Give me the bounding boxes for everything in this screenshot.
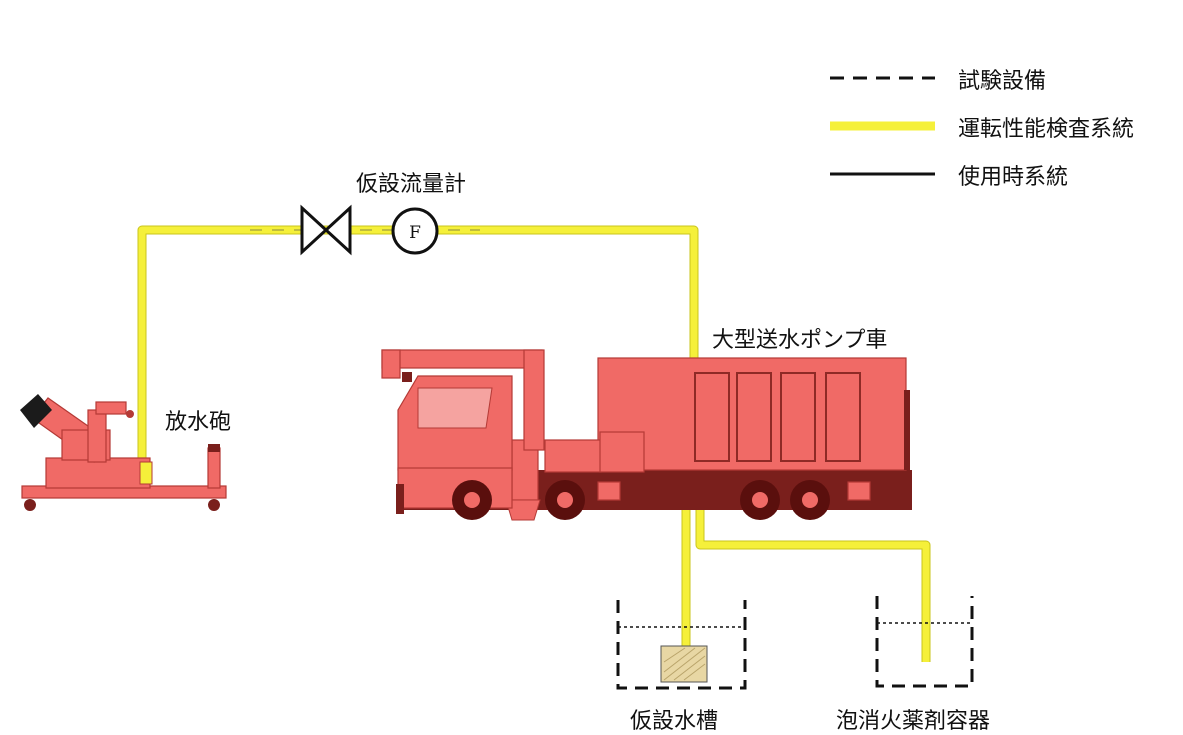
valve-icon: [300, 204, 352, 256]
truck-wheels: [452, 480, 830, 520]
pump-truck-icon: [381, 349, 912, 521]
legend-performance-test-label: 運転性能検査系統: [958, 117, 1135, 142]
flowmeter-label: 仮設流量計: [356, 172, 467, 197]
flowmeter-icon: F: [391, 207, 439, 255]
foam-container-icon: [875, 596, 974, 688]
truck-label: 大型送水ポンプ車: [712, 328, 888, 353]
water-monitor-icon: [20, 394, 227, 511]
temp-tank-icon: [616, 600, 747, 690]
monitor-label: 放水砲: [165, 410, 232, 435]
foam-container-label: 泡消火薬剤容器: [836, 709, 991, 734]
legend-operational-label: 使用時系統: [958, 165, 1069, 190]
flowmeter-symbol: F: [409, 223, 421, 243]
legend-test-equipment-label: 試験設備: [958, 69, 1047, 94]
legend: [830, 76, 935, 176]
temp-tank-label: 仮設水槽: [630, 709, 719, 734]
